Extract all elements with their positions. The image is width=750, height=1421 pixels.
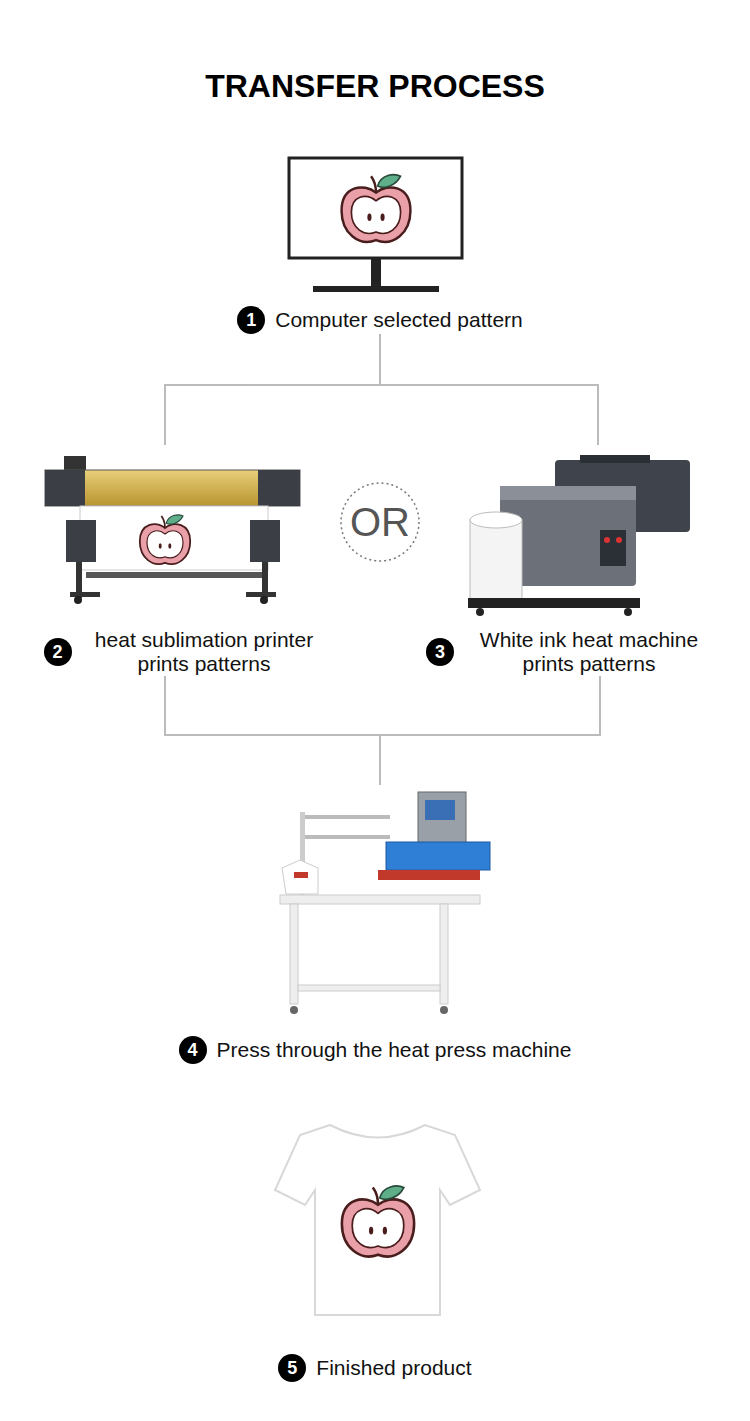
image-space xyxy=(375,152,385,306)
callout-number: 5 xyxy=(278,1354,306,1382)
step-caption: Finished product xyxy=(316,1356,471,1380)
title: TRANSFER PROCESS xyxy=(0,68,750,105)
caption-row: 3 White ink heat machine prints patterns xyxy=(426,628,714,676)
image-space xyxy=(565,445,575,628)
sublimation-printer xyxy=(45,456,300,604)
image-space xyxy=(370,1115,380,1354)
connector-line xyxy=(380,676,600,785)
step-node: 3 White ink heat machine prints patterns xyxy=(410,445,730,676)
image-space xyxy=(180,445,190,628)
step-caption: Press through the heat press machine xyxy=(217,1038,572,1062)
step-caption: White ink heat machine prints patterns xyxy=(464,628,714,676)
step-node: 4 Press through the heat press machine xyxy=(120,785,630,1064)
caption-row: 4 Press through the heat press machine xyxy=(179,1036,572,1064)
callout-number: 3 xyxy=(426,638,454,666)
step-caption: heat sublimation printer prints patterns xyxy=(82,628,327,676)
t-shirt xyxy=(275,1125,480,1315)
step-node: 2 heat sublimation printer prints pattern… xyxy=(20,445,350,676)
step-node: 1 Computer selected pattern xyxy=(190,152,570,334)
white-ink-machine xyxy=(468,455,690,616)
caption-row: 2 heat sublimation printer prints pattern… xyxy=(44,628,327,676)
image-space xyxy=(370,785,380,1036)
connector-line xyxy=(165,334,380,445)
connector-line xyxy=(165,676,380,785)
step-node: 5 Finished product xyxy=(240,1115,510,1382)
circle-outline xyxy=(341,483,419,561)
connector-line xyxy=(380,334,598,445)
callout-number: 1 xyxy=(237,306,265,334)
caption-row: 1 Computer selected pattern xyxy=(237,306,522,334)
or-circle: OR xyxy=(339,481,421,563)
callout-number: 4 xyxy=(179,1036,207,1064)
caption-row: 5 Finished product xyxy=(278,1354,471,1382)
step-caption: Computer selected pattern xyxy=(275,308,522,332)
heat-press xyxy=(280,792,490,1014)
monitor xyxy=(289,158,462,292)
callout-number: 2 xyxy=(44,638,72,666)
or-text: OR xyxy=(350,500,410,545)
